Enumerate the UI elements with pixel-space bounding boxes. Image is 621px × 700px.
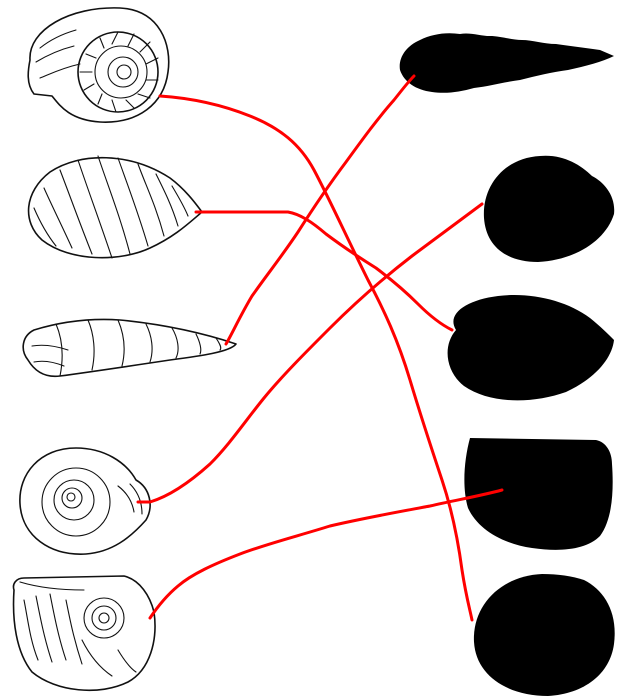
- snail-shell-icon[interactable]: [20, 448, 150, 554]
- cone-shell-icon[interactable]: [29, 156, 202, 258]
- match-line-cone: [196, 212, 452, 330]
- auger-silhouette-icon[interactable]: [400, 33, 614, 93]
- ammonite-shell-icon[interactable]: [28, 8, 169, 122]
- ammonite-silhouette-icon[interactable]: [474, 574, 615, 696]
- snail-silhouette-icon[interactable]: [484, 156, 614, 262]
- auger-shell-icon[interactable]: [23, 319, 236, 376]
- cone-silhouette-icon[interactable]: [448, 295, 614, 400]
- abalone-shell-icon[interactable]: [13, 576, 155, 690]
- match-line-ammonite: [160, 96, 472, 620]
